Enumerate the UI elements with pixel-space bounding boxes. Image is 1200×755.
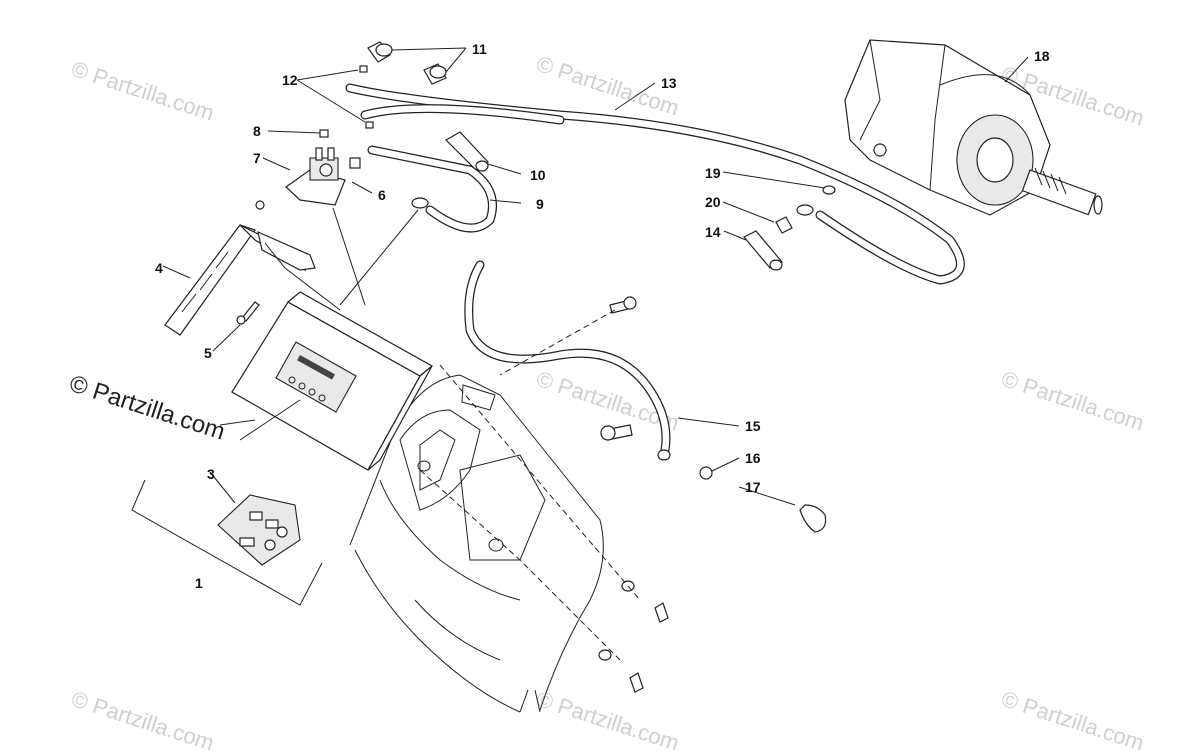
ground-bolt [600, 424, 633, 441]
callout-3: 3 [207, 466, 215, 482]
callout-19: 19 [705, 165, 721, 181]
watermark-middle-right: © Partzilla.com [998, 366, 1147, 436]
cable-9 [367, 145, 497, 233]
nut-20 [775, 216, 793, 234]
cable-15 [464, 260, 671, 461]
lower-hardware [598, 580, 669, 693]
cable-13 [345, 83, 965, 285]
callout-17: 17 [745, 479, 761, 495]
callout-8: 8 [253, 123, 261, 139]
callout-1: 1 [195, 575, 203, 591]
nut-8 [319, 129, 329, 138]
callout-13: 13 [661, 75, 677, 91]
star-washer-16 [699, 466, 713, 480]
nut-12-upper [359, 65, 368, 73]
bolt-5 [236, 301, 260, 325]
solenoid [285, 147, 361, 206]
clamp-17 [799, 504, 827, 533]
callout-20: 20 [705, 194, 721, 210]
callout-7: 7 [253, 150, 261, 166]
callout-11: 11 [472, 41, 487, 57]
leader-lines [162, 47, 1029, 506]
watermark-bottom-left: © Partzilla.com [68, 686, 217, 750]
watermark-main: © Partzilla.com [66, 370, 228, 446]
callout-4: 4 [155, 260, 163, 276]
callout-18: 18 [1034, 48, 1050, 64]
callout-5: 5 [204, 345, 212, 361]
battery-hardware-kit [131, 479, 323, 606]
callout-14: 14 [705, 224, 721, 240]
terminal-boot-11-left [367, 41, 393, 63]
callout-12: 12 [282, 72, 298, 88]
terminal-boot-14 [743, 230, 783, 271]
battery-strap [164, 200, 316, 336]
callout-16: 16 [745, 450, 761, 466]
callout-9: 9 [536, 196, 544, 212]
washer-19 [822, 185, 836, 195]
watermark-bottom-center: © Partzilla.com [533, 686, 682, 750]
watermark-bottom-right: © Partzilla.com [998, 686, 1147, 750]
battery [231, 291, 434, 471]
nut-12-lower [365, 121, 374, 129]
upper-bolt [609, 296, 637, 314]
terminal-boot-11-right [423, 63, 447, 85]
callout-10: 10 [530, 167, 546, 183]
callout-labels: 1 3 4 5 6 7 8 9 10 11 12 13 14 15 16 17 … [155, 41, 1050, 591]
chassis-frame [349, 374, 604, 713]
terminal-boot-10 [445, 131, 489, 172]
callout-15: 15 [745, 418, 761, 434]
watermark-top-left: © Partzilla.com [68, 56, 217, 126]
callout-6: 6 [378, 187, 386, 203]
assembly-lines [419, 309, 641, 661]
starter-motor [844, 39, 1103, 216]
